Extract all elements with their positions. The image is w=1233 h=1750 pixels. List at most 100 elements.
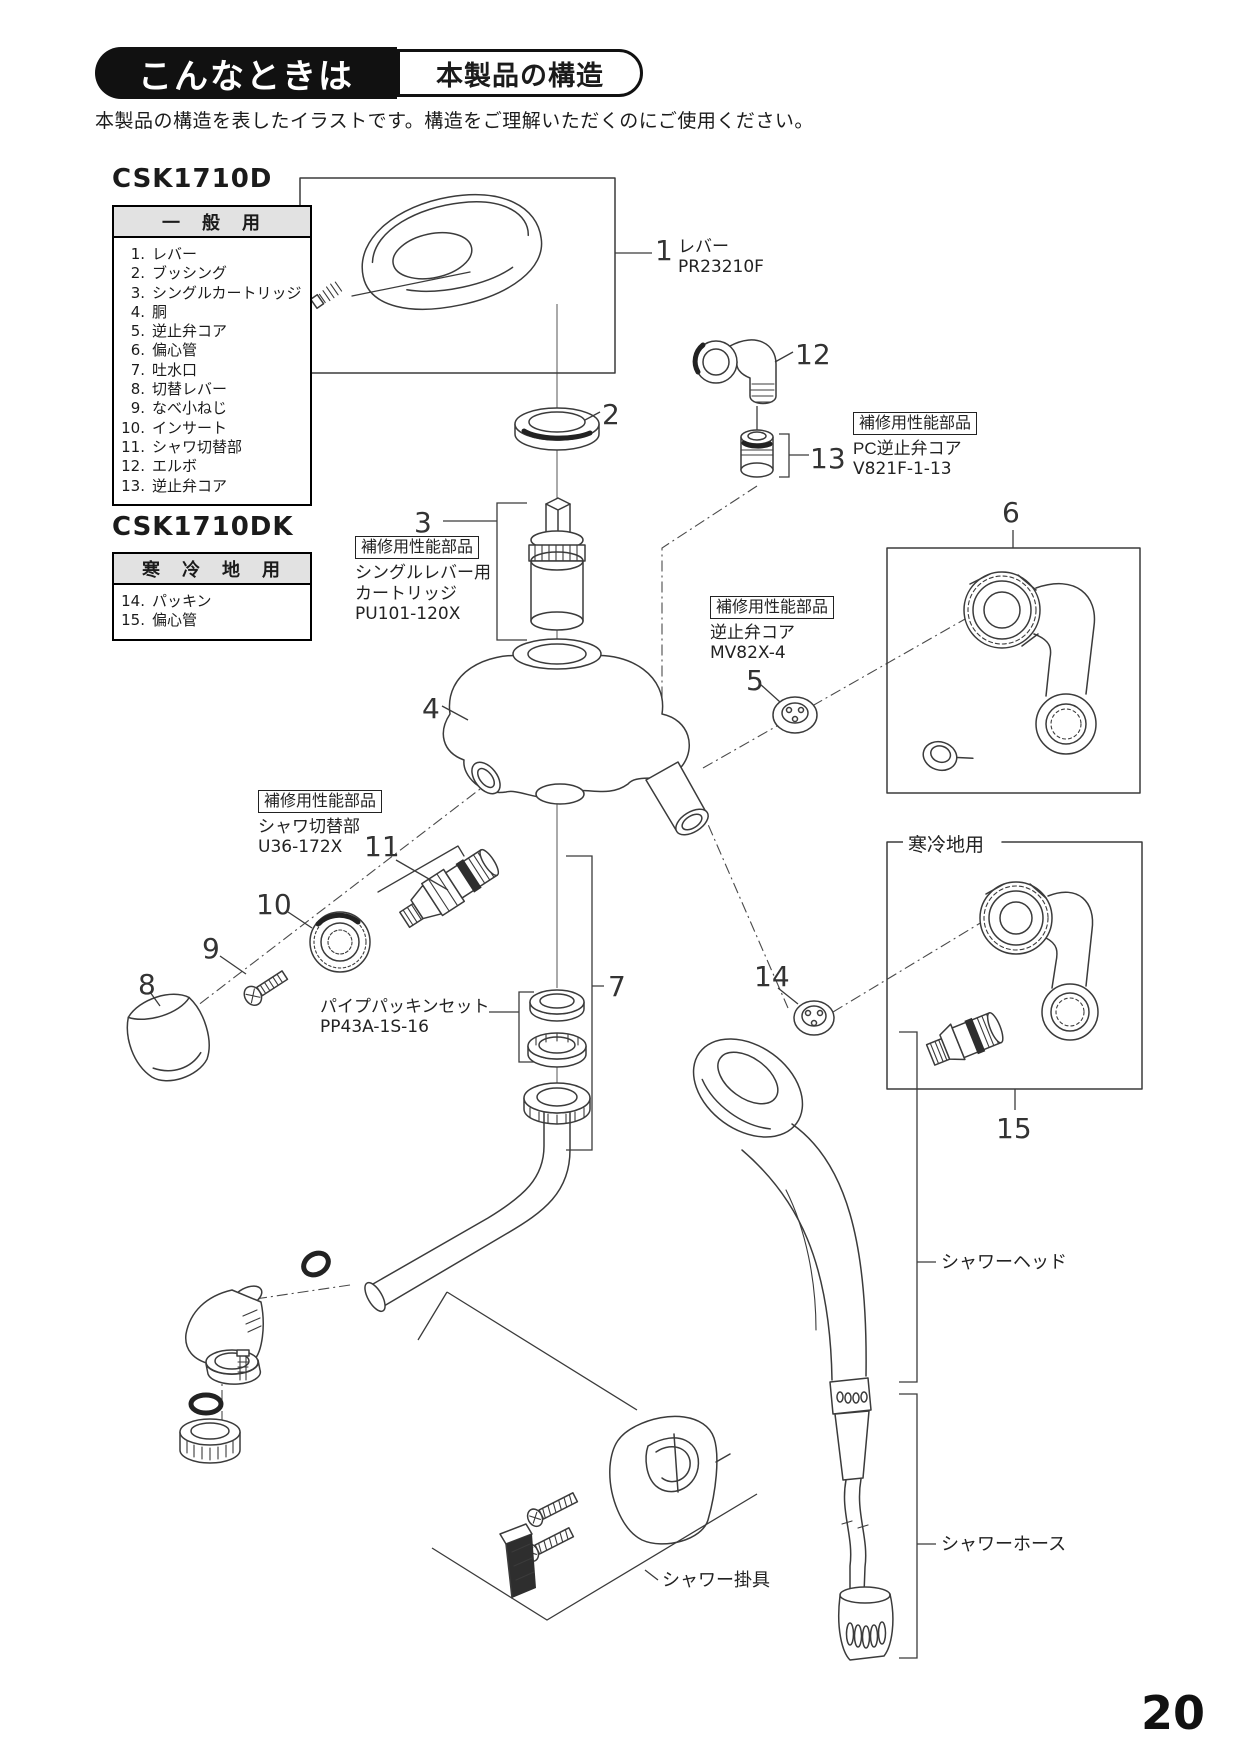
packing-code: PP43A-1S-16 xyxy=(320,1017,429,1037)
page-number: 20 xyxy=(1140,1686,1205,1740)
parts-table-general: 一 般 用 1. レバー 2. ブッシング 3. シングルカートリッジ xyxy=(112,205,312,506)
section-tag-label: こんなときは xyxy=(138,57,354,96)
callout-1: 1 xyxy=(655,234,673,267)
part-name: 切替レバー xyxy=(152,381,228,399)
parts-list-row: 14. パッキン xyxy=(116,592,306,611)
label-pipe-packing: パイプパッキンセット PP43A-1S-16 xyxy=(320,996,490,1038)
label-shower-head: シャワーヘッド xyxy=(941,1252,1067,1272)
diverter-code: U36-172X xyxy=(258,837,343,857)
callout-11: 11 xyxy=(364,830,400,863)
callout-8: 8 xyxy=(138,968,156,1001)
part-number: 1. xyxy=(130,245,145,263)
part-number: 13. xyxy=(121,476,145,495)
lever-code: PR23210F xyxy=(678,257,764,277)
valve-name: 逆止弁コア xyxy=(710,623,795,642)
parts-list-row: 11. シャワ切替部 xyxy=(116,438,306,457)
parts-table-cold-rows: 14. パッキン 15. 偏心管 xyxy=(114,585,310,639)
part-name: エルボ xyxy=(152,458,198,476)
part-name: 偏心管 xyxy=(152,612,198,630)
valve-code: MV82X-4 xyxy=(710,643,786,663)
diverter-name: シャワ切替部 xyxy=(258,817,360,836)
part-name: ブッシング xyxy=(152,265,228,283)
part-number: 5. xyxy=(130,322,145,341)
repair-parts-tag: 補修用性能部品 xyxy=(710,596,835,619)
cartridge-code: PU101-120X xyxy=(355,604,461,624)
part-name: レバー xyxy=(152,246,198,263)
part-number: 8. xyxy=(130,380,145,399)
parts-list-row: 9. なべ小ねじ xyxy=(116,399,306,418)
part-number: 15. xyxy=(121,611,145,630)
part-name: 胴 xyxy=(152,303,168,321)
callout-2: 2 xyxy=(602,398,620,431)
callout-3: 3 xyxy=(414,506,432,539)
part-number: 2. xyxy=(130,264,145,283)
parts-list-row: 7. 吐水口 xyxy=(116,361,306,380)
parts-list-row: 15. 偏心管 xyxy=(116,611,306,630)
parts-table-cold: 寒 冷 地 用 14. パッキン 15. 偏心管 xyxy=(112,552,312,641)
callout-6: 6 xyxy=(1002,496,1020,529)
part-number: 7. xyxy=(130,360,145,379)
pc-valve-name: PC逆止弁コア xyxy=(853,439,962,458)
label-lever: レバー PR23210F xyxy=(678,236,764,278)
parts-list-row: 2. ブッシング xyxy=(116,264,306,283)
label-diverter: 補修用性能部品 シャワ切替部 U36-172X xyxy=(258,790,383,858)
part-number: 6. xyxy=(130,341,145,360)
parts-list-row: 8. 切替レバー xyxy=(116,380,306,399)
parts-list-row: 12. エルボ xyxy=(116,457,306,476)
parts-table-general-title: 一 般 用 xyxy=(114,207,310,238)
parts-list-row: 5. 逆止弁コア xyxy=(116,322,306,341)
part-name: 吐水口 xyxy=(152,361,198,379)
part-number: 14. xyxy=(121,592,145,610)
page-title: 本製品の構造 xyxy=(397,49,643,97)
parts-table-cold-title: 寒 冷 地 用 xyxy=(114,554,310,585)
callout-13: 13 xyxy=(810,442,846,475)
cartridge-name-2: カートリッジ xyxy=(355,584,457,603)
parts-list-row: 3. シングルカートリッジ xyxy=(116,284,306,303)
parts-list-row: 6. 偏心管 xyxy=(116,341,306,360)
parts-list-row: 13. 逆止弁コア xyxy=(116,477,306,496)
callout-4: 4 xyxy=(422,692,440,725)
label-shower-hanger: シャワー掛具 xyxy=(662,1570,770,1590)
part-name: インサート xyxy=(152,419,228,437)
part-number: 3. xyxy=(130,283,145,302)
part-name: パッキン xyxy=(152,593,212,610)
page-title-label: 本製品の構造 xyxy=(436,60,604,91)
callout-5: 5 xyxy=(746,664,764,697)
label-pc-check-valve: 補修用性能部品 PC逆止弁コア V821F-1-13 xyxy=(853,412,978,480)
parts-list-row: 10. インサート xyxy=(116,419,306,438)
intro-text: 本製品の構造を表したイラストです。構造をご理解いただくのにご使用ください。 xyxy=(95,111,814,132)
parts-list-row: 4. 胴 xyxy=(116,303,306,322)
lever-name: レバー xyxy=(678,237,729,256)
part-name: なべ小ねじ xyxy=(152,400,228,418)
packing-name: パイプパッキンセット xyxy=(320,997,490,1016)
part-name: 逆止弁コア xyxy=(152,477,228,495)
model-name-cold: CSK1710DK xyxy=(112,512,294,542)
part-number: 11. xyxy=(121,437,145,456)
part-number: 12. xyxy=(121,457,145,476)
part-name: 偏心管 xyxy=(152,342,198,360)
part-number: 9. xyxy=(130,399,145,418)
callout-10: 10 xyxy=(256,888,292,921)
label-check-valve: 補修用性能部品 逆止弁コア MV82X-4 xyxy=(710,596,835,664)
repair-parts-tag: 補修用性能部品 xyxy=(355,536,480,559)
label-cartridge: 補修用性能部品 シングルレバー用 カートリッジ PU101-120X xyxy=(355,536,491,625)
repair-parts-tag: 補修用性能部品 xyxy=(258,790,383,813)
parts-list-row: 1. レバー xyxy=(116,245,306,264)
part-number: 10. xyxy=(121,418,145,437)
callout-12: 12 xyxy=(795,338,831,371)
callout-15: 15 xyxy=(996,1112,1032,1145)
model-name-general: CSK1710D xyxy=(112,164,273,194)
section-tag: こんなときは xyxy=(95,47,397,99)
pc-valve-code: V821F-1-13 xyxy=(853,459,952,479)
repair-parts-tag: 補修用性能部品 xyxy=(853,412,978,435)
callout-7: 7 xyxy=(608,970,626,1003)
part-number: 4. xyxy=(130,302,145,321)
cartridge-name-1: シングルレバー用 xyxy=(355,563,491,582)
callout-14: 14 xyxy=(754,960,790,993)
label-cold-region: 寒冷地用 xyxy=(903,830,990,857)
callout-9: 9 xyxy=(202,932,220,965)
label-shower-hose: シャワーホース xyxy=(941,1534,1067,1554)
part-name: 逆止弁コア xyxy=(152,323,228,341)
